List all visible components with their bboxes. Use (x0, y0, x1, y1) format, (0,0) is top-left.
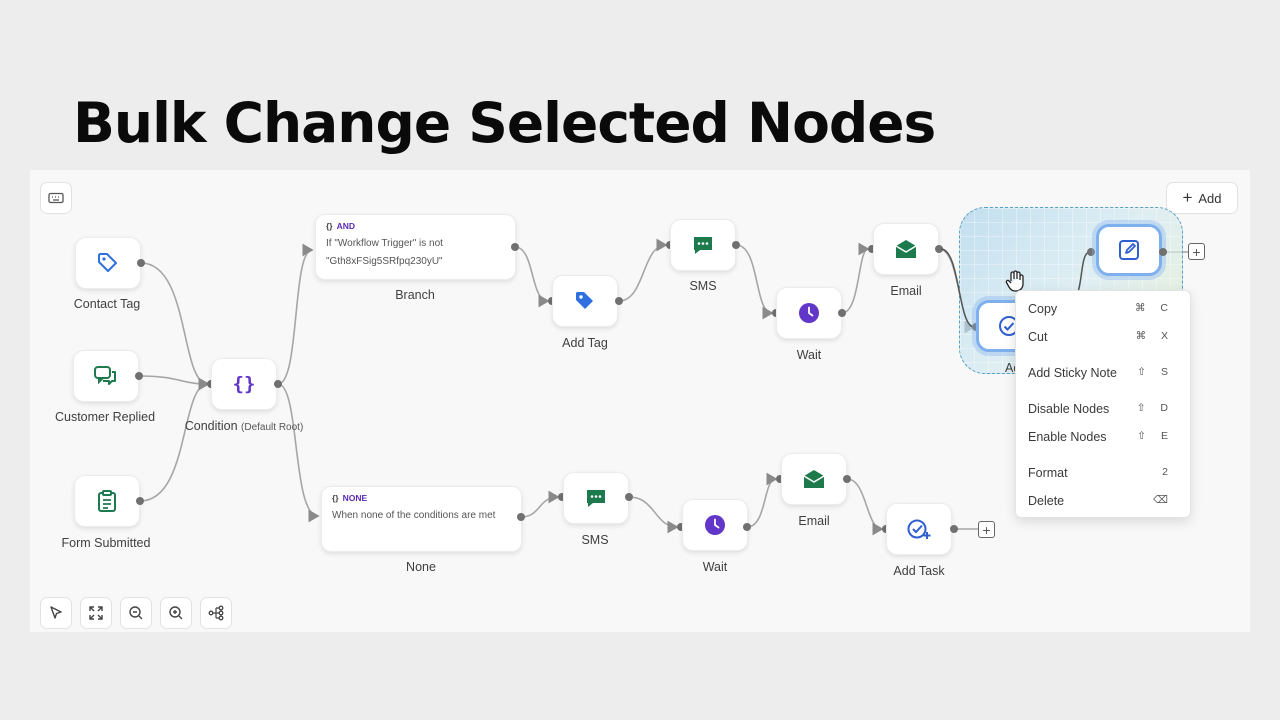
output-port[interactable] (135, 372, 143, 380)
none-condition-card[interactable]: {}NONE When none of the conditions are m… (321, 486, 522, 552)
output-port[interactable] (843, 475, 851, 483)
menu-item-copy[interactable]: Copy⌘ C (1028, 302, 1174, 316)
zoom-in-icon (169, 606, 183, 620)
pointer-icon (50, 606, 62, 619)
zoom-out-button[interactable] (120, 597, 152, 629)
tag-filled-icon (576, 292, 593, 309)
clipboard-icon (98, 490, 116, 512)
page-headline: Bulk Change Selected Nodes (73, 91, 936, 155)
output-port[interactable] (935, 245, 943, 253)
menu-item-delete[interactable]: Delete⌫ (1028, 494, 1174, 508)
zoom-in-button[interactable] (160, 597, 192, 629)
menu-item-cut[interactable]: Cut⌘ X (1028, 330, 1174, 344)
node-label: Branch (395, 288, 435, 302)
output-port[interactable] (1159, 248, 1167, 256)
connection-lines (138, 238, 1188, 536)
input-port[interactable] (558, 493, 566, 501)
action-node-wait[interactable] (776, 287, 842, 339)
tree-layout-icon (208, 605, 224, 621)
branch-condition-card[interactable]: {}AND If "Workflow Trigger" is not "Gth8x… (315, 214, 516, 280)
node-label: Condition (Default Root) (184, 419, 304, 433)
node-label: None (406, 560, 436, 574)
context-menu: Copy⌘ C Cut⌘ X Add Sticky Note⇧ S Disabl… (1015, 290, 1191, 518)
output-port[interactable] (137, 259, 145, 267)
auto-layout-button[interactable] (200, 597, 232, 629)
fit-view-button[interactable] (80, 597, 112, 629)
output-port[interactable] (517, 513, 525, 521)
output-port[interactable] (950, 525, 958, 533)
menu-item-disable-nodes[interactable]: Disable Nodes⇧ D (1028, 402, 1174, 416)
branch-line-1: If "Workflow Trigger" is not (326, 238, 443, 249)
menu-item-add-sticky-note[interactable]: Add Sticky Note⇧ S (1028, 366, 1174, 380)
node-label: Wait (796, 348, 822, 362)
node-label: Form Submitted (61, 536, 151, 550)
condition-node[interactable]: {} (211, 358, 277, 410)
output-port[interactable] (511, 243, 519, 251)
add-step-button[interactable]: + (1188, 243, 1205, 260)
braces-icon: {} (326, 221, 333, 231)
selected-node-edit[interactable] (1096, 224, 1162, 276)
node-label: Customer Replied (54, 410, 156, 424)
output-port[interactable] (274, 380, 282, 388)
email-icon (803, 470, 825, 488)
add-button-label: Add (1198, 190, 1222, 206)
node-label: Add Task (893, 564, 945, 578)
sms-icon (587, 490, 605, 507)
action-node-wait[interactable] (682, 499, 748, 551)
action-node-sms[interactable] (563, 472, 629, 524)
edit-icon (1119, 240, 1139, 260)
action-node-add-task[interactable] (886, 503, 952, 555)
node-label: Email (890, 284, 922, 298)
braces-icon: {} (232, 373, 256, 395)
output-port[interactable] (838, 309, 846, 317)
add-node-button[interactable]: + Add (1166, 182, 1238, 214)
output-port[interactable] (743, 523, 751, 531)
tag-icon (98, 253, 117, 272)
chat-bubbles-icon (94, 366, 116, 385)
action-node-email[interactable] (781, 453, 847, 505)
zoom-out-icon (129, 606, 143, 620)
clock-icon (705, 515, 725, 535)
trigger-node-form-submitted[interactable] (74, 475, 140, 527)
trigger-node-contact-tag[interactable] (75, 237, 141, 289)
node-label: Email (798, 514, 830, 528)
output-port[interactable] (625, 493, 633, 501)
branch-operator: AND (336, 221, 356, 231)
select-tool-button[interactable] (40, 597, 72, 629)
output-port[interactable] (615, 297, 623, 305)
output-port[interactable] (732, 241, 740, 249)
input-port[interactable] (1087, 248, 1095, 256)
menu-item-enable-nodes[interactable]: Enable Nodes⇧ E (1028, 430, 1174, 444)
hand-cursor-icon (1005, 270, 1024, 292)
clock-icon (799, 303, 819, 323)
add-task-icon (907, 519, 931, 539)
node-label: Contact Tag (73, 297, 141, 311)
node-label: SMS (581, 533, 609, 547)
input-port[interactable] (776, 475, 784, 483)
node-label: Wait (702, 560, 728, 574)
input-port[interactable] (868, 245, 876, 253)
add-step-button[interactable]: + (978, 521, 995, 538)
braces-icon: {} (332, 493, 339, 503)
keyboard-icon (48, 192, 64, 204)
expand-icon (89, 606, 103, 620)
action-node-add-tag[interactable] (552, 275, 618, 327)
node-label: SMS (689, 279, 717, 293)
none-tag: NONE (342, 493, 368, 503)
keyboard-shortcuts-button[interactable] (40, 182, 72, 214)
email-icon (895, 240, 917, 258)
trigger-node-customer-replied[interactable] (73, 350, 139, 402)
plus-icon: + (1182, 188, 1193, 207)
workflow-canvas[interactable]: + Add Contact Tag Customer Replied Form … (30, 170, 1250, 632)
input-port[interactable] (677, 523, 685, 531)
action-node-email[interactable] (873, 223, 939, 275)
sms-icon (694, 237, 712, 254)
none-line-1: When none of the conditions are met (332, 510, 496, 521)
action-node-sms[interactable] (670, 219, 736, 271)
output-port[interactable] (136, 497, 144, 505)
node-label: Add Tag (562, 336, 608, 350)
branch-line-2: "Gth8xFSig5SRfpq230yU" (326, 256, 443, 267)
